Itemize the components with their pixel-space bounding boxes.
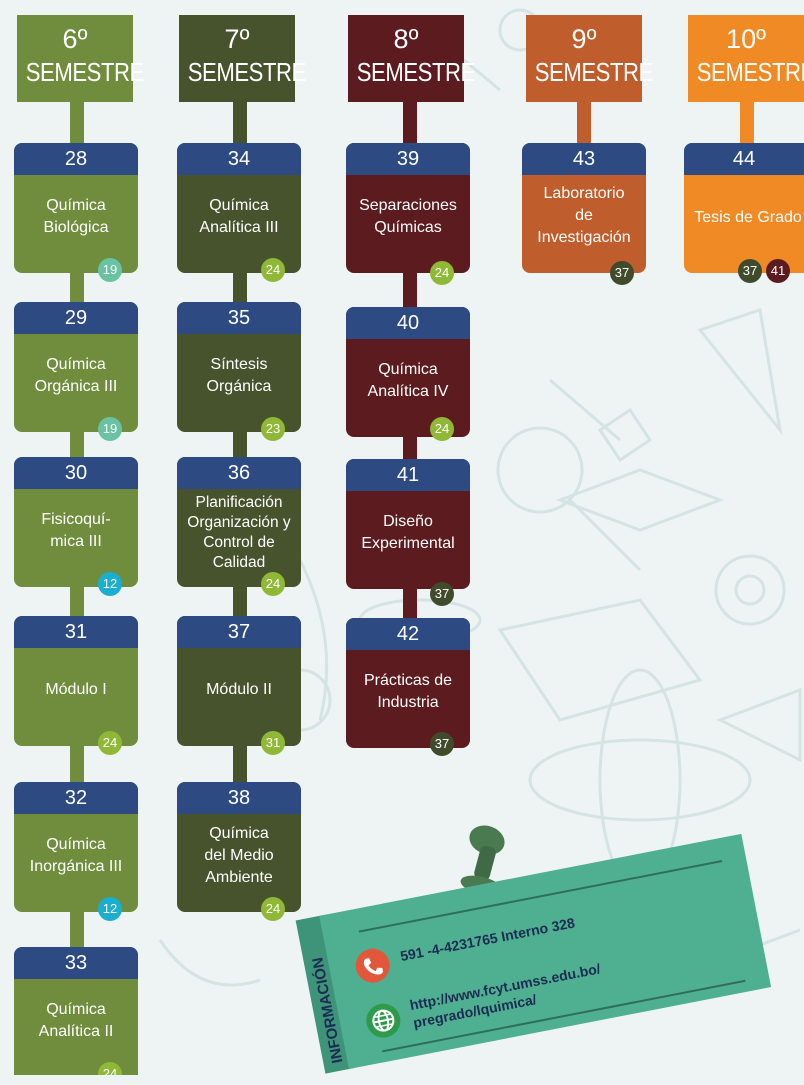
course-card-41[interactable]: 41 Diseño Experimental 37 xyxy=(346,459,470,606)
semester-9-header: 9º SEMESTRE xyxy=(526,15,654,102)
prerequisite-badge: 37 xyxy=(738,259,762,283)
course-card-40[interactable]: 40 Química Analítica IV 24 xyxy=(346,307,470,441)
course-name: Química Analítica III xyxy=(199,197,279,236)
course-code: 36 xyxy=(177,457,301,489)
course-card-32[interactable]: 32 Química Inorgánica III 12 xyxy=(14,782,138,921)
prerequisite-badge: 24 xyxy=(261,258,285,282)
course-code: 38 xyxy=(177,782,301,814)
semester-label: SEMESTRE xyxy=(187,57,307,87)
phone-icon[interactable] xyxy=(352,945,393,986)
course-name: Laboratorio de Investigación xyxy=(537,185,631,246)
course-name: Química Orgánica III xyxy=(34,356,118,395)
course-name: Diseño Experimental xyxy=(361,513,455,552)
semester-label: SEMESTRE xyxy=(356,57,476,87)
course-card-38[interactable]: 38 Química del Medio Ambiente 24 xyxy=(177,782,301,921)
course-code: 29 xyxy=(14,302,138,334)
course-code: 28 xyxy=(14,143,138,175)
course-code: 37 xyxy=(177,616,301,648)
course-name: Química Biológica xyxy=(43,197,109,236)
semester-7-header: 7º SEMESTRE xyxy=(179,15,307,102)
prerequisite-badge: 24 xyxy=(430,417,454,441)
prerequisite-badge: 24 xyxy=(261,572,285,596)
course-name: Química Inorgánica III xyxy=(29,836,123,875)
course-card-43[interactable]: 43 Laboratorio de Investigación 37 xyxy=(522,143,646,285)
course-code: 44 xyxy=(684,143,804,175)
course-card-33[interactable]: 33 Química Analítica II 24 xyxy=(14,947,138,1075)
prerequisite-badge: 24 xyxy=(261,897,285,921)
course-name: Química Analítica IV xyxy=(367,361,449,400)
semester-label: SEMESTRE xyxy=(534,57,654,87)
course-name: Módulo I xyxy=(45,681,107,698)
contact-info-note: INFORMACIÓN 591 -4-4231765 Interno 328 h… xyxy=(280,750,789,1085)
prerequisite-badge: 24 xyxy=(430,261,454,285)
course-card-39[interactable]: 39 Separaciones Químicas 24 xyxy=(346,143,470,285)
semester-number: 8º xyxy=(393,24,419,54)
semester-number: 9º xyxy=(571,24,597,54)
semester-label: SEMESTRE xyxy=(25,57,145,87)
course-code: 33 xyxy=(14,947,138,979)
course-card-34[interactable]: 34 Química Analítica III 24 xyxy=(177,143,301,282)
course-code: 40 xyxy=(346,307,470,339)
semester-10-header: 10º SEMESTRE xyxy=(688,15,804,102)
course-name: Química Analítica II xyxy=(38,1001,114,1040)
course-code: 31 xyxy=(14,616,138,648)
semester-8-header: 8º SEMESTRE xyxy=(348,15,476,102)
course-name: Fisicoquí- mica III xyxy=(41,511,111,550)
course-name: Separaciones Químicas xyxy=(359,197,457,236)
prerequisite-badge: 37 xyxy=(430,582,454,606)
course-card-42[interactable]: 42 Prácticas de Industria 37 xyxy=(346,618,470,756)
prerequisite-badge: 24 xyxy=(98,731,122,755)
course-code: 35 xyxy=(177,302,301,334)
course-card-44[interactable]: 44 Tesis de Grado 37 41 xyxy=(684,143,804,283)
course-card-35[interactable]: 35 Síntesis Orgánica 23 xyxy=(177,302,301,441)
prerequisite-badge: 12 xyxy=(98,897,122,921)
course-name: Tesis de Grado xyxy=(694,209,802,226)
course-code: 43 xyxy=(522,143,646,175)
course-code: 42 xyxy=(346,618,470,650)
course-card-37[interactable]: 37 Módulo II 31 xyxy=(177,616,301,755)
prerequisite-badge: 37 xyxy=(610,261,634,285)
prerequisite-badge: 24 xyxy=(98,1062,122,1075)
semester-number: 10º xyxy=(726,24,766,54)
course-card-29[interactable]: 29 Química Orgánica III 19 xyxy=(14,302,138,441)
course-code: 41 xyxy=(346,459,470,491)
course-code: 34 xyxy=(177,143,301,175)
course-card-30[interactable]: 30 Fisicoquí- mica III 12 xyxy=(14,457,138,596)
semester-label: SEMESTRE xyxy=(696,57,804,87)
prerequisite-badge: 19 xyxy=(98,258,122,282)
semester-number: 6º xyxy=(62,24,88,54)
globe-icon[interactable] xyxy=(363,1000,404,1041)
course-code: 32 xyxy=(14,782,138,814)
prerequisite-badge: 12 xyxy=(98,572,122,596)
prerequisite-badge: 41 xyxy=(766,259,790,283)
course-name: Química del Medio Ambiente xyxy=(204,825,274,886)
course-code: 30 xyxy=(14,457,138,489)
semester-number: 7º xyxy=(224,24,250,54)
course-card-31[interactable]: 31 Módulo I 24 xyxy=(14,616,138,755)
semester-6-header: 6º SEMESTRE xyxy=(17,15,145,102)
prerequisite-badge: 37 xyxy=(430,732,454,756)
course-name: Síntesis Orgánica xyxy=(206,356,272,395)
course-name: Módulo II xyxy=(206,681,272,698)
course-card-28[interactable]: 28 Química Biológica 19 xyxy=(14,143,138,282)
prerequisite-badge: 23 xyxy=(261,417,285,441)
prerequisite-badge: 31 xyxy=(261,731,285,755)
course-card-36[interactable]: 36 Planificación Organización y Control … xyxy=(177,457,301,596)
course-name: Prácticas de Industria xyxy=(363,672,453,711)
course-name: Planificación Organización y Control de … xyxy=(187,494,291,571)
prerequisite-badge: 19 xyxy=(98,417,122,441)
course-code: 39 xyxy=(346,143,470,175)
